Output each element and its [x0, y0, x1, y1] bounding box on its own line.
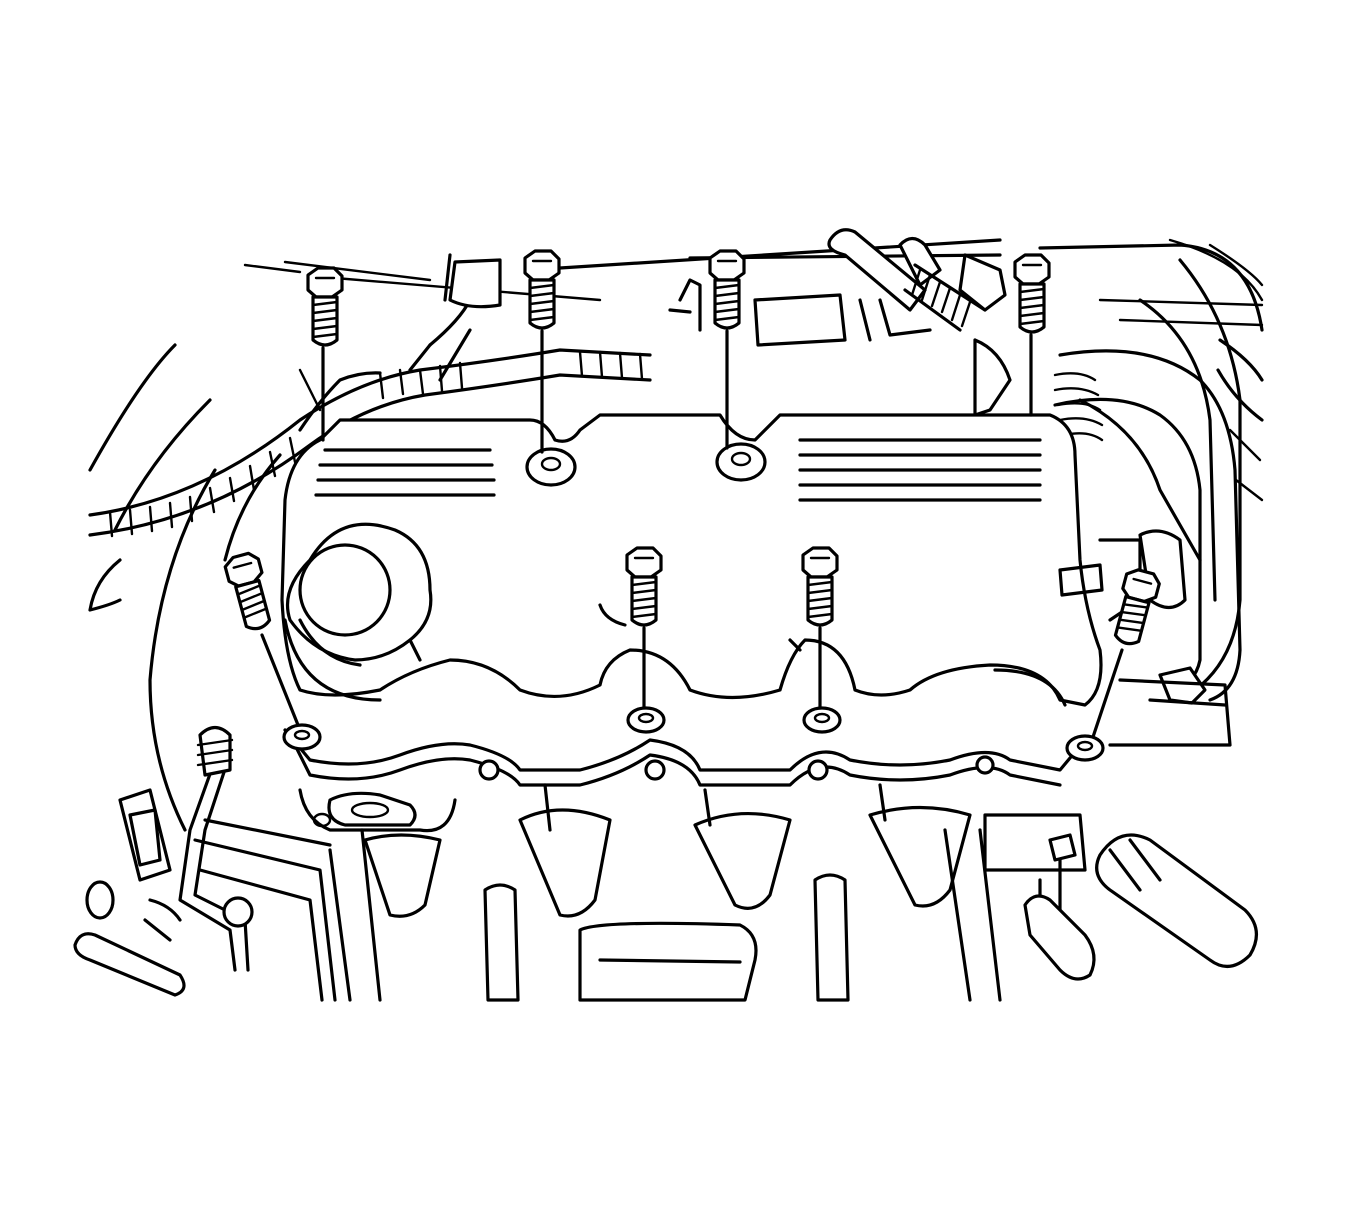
bolt	[223, 551, 272, 631]
bolt	[801, 546, 842, 734]
oil-filler-cap	[285, 522, 433, 667]
bolt-group	[223, 249, 1161, 762]
coolant-hose	[668, 228, 1242, 705]
valve-cover	[280, 413, 1103, 707]
left-pipes	[73, 725, 337, 1002]
bolt	[523, 249, 561, 454]
bolt	[1113, 568, 1161, 646]
bolt	[1013, 253, 1051, 417]
bolt	[306, 266, 344, 442]
bolt	[625, 546, 666, 734]
bolt	[708, 249, 746, 450]
